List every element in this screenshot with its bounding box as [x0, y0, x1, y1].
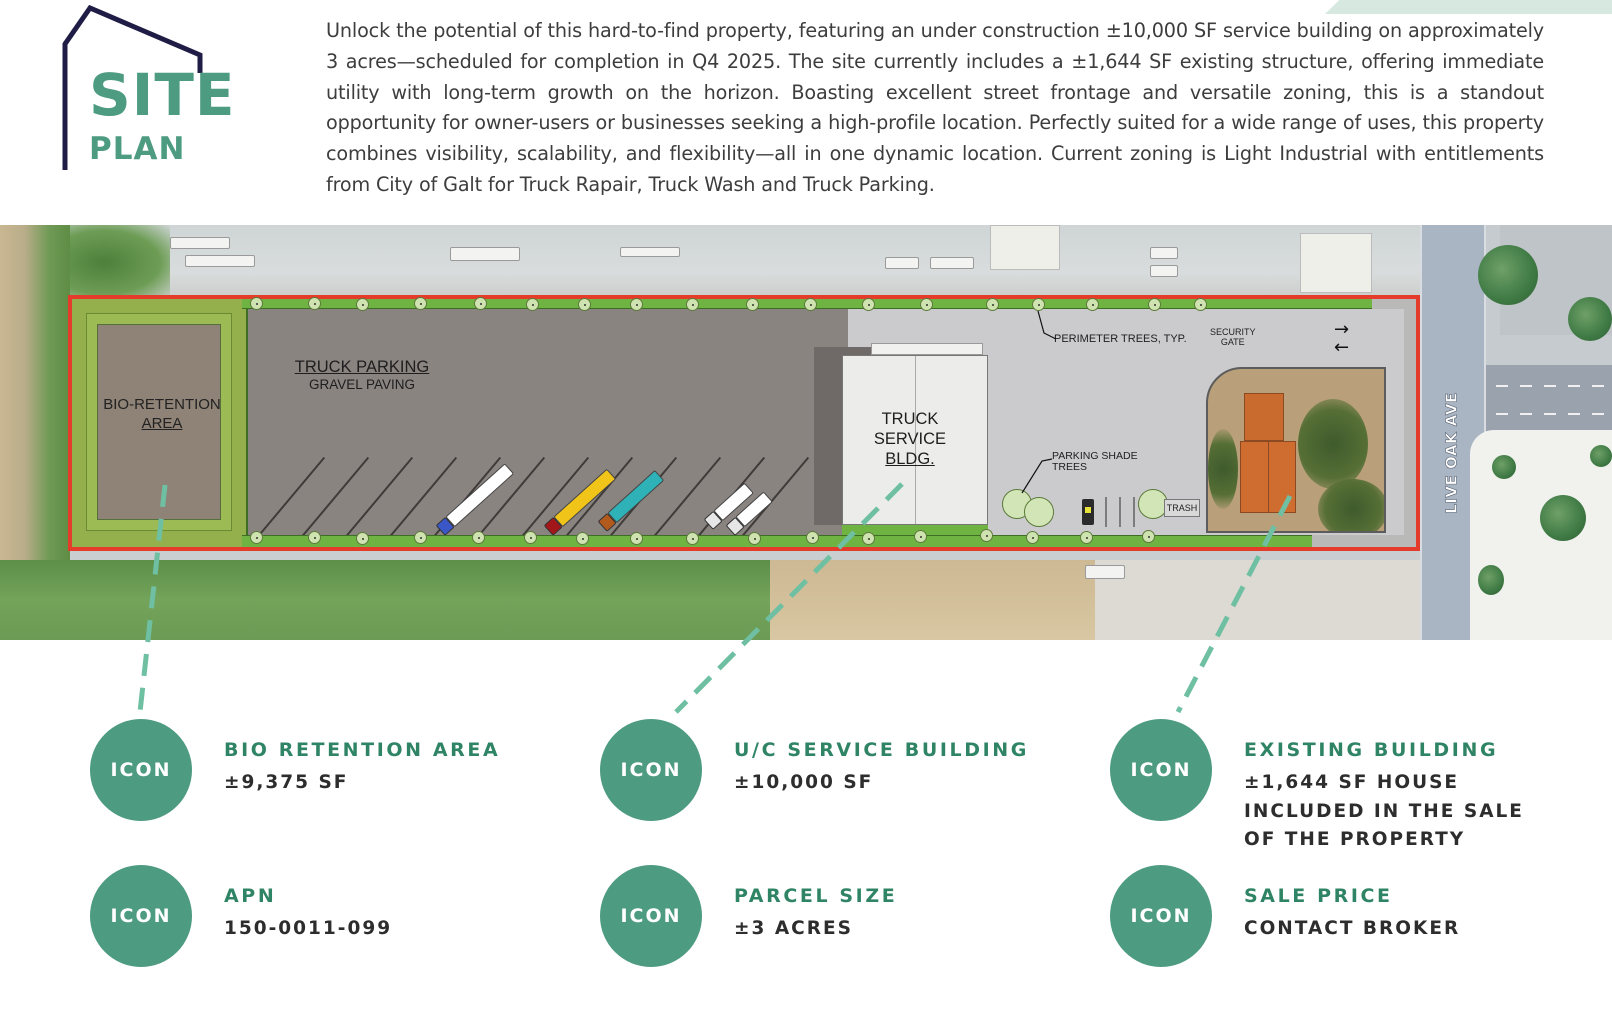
- cross-street: [1486, 365, 1612, 435]
- parked-vehicle: [885, 257, 919, 269]
- aerial-south-lot: [1095, 560, 1425, 640]
- tree-icon: [1492, 455, 1516, 479]
- parked-vehicle: [930, 257, 974, 269]
- aerial-vegetation: [60, 225, 170, 300]
- parcel-size-icon: ICON: [600, 865, 702, 967]
- feature-title: APN: [224, 885, 277, 907]
- feature-title: BIO RETENTION AREA: [224, 739, 501, 761]
- parked-car: [1082, 499, 1094, 525]
- truck-parking-label: TRUCK PARKING GRAVEL PAVING: [294, 358, 430, 393]
- service-building-label: TRUCK SERVICE BLDG.: [873, 410, 947, 468]
- feature-title: PARCEL SIZE: [734, 885, 898, 907]
- arrow-left-icon: ←: [1334, 337, 1350, 358]
- sale-price-icon: ICON: [1110, 865, 1212, 967]
- logo-title-site: SITE: [89, 61, 236, 129]
- tree-icon: [1478, 245, 1538, 305]
- bio-retention-label: BIO-RETENTION AREA: [103, 396, 221, 432]
- feature-value: CONTACT BROKER: [1244, 918, 1461, 939]
- feature-title: SALE PRICE: [1244, 885, 1393, 907]
- perimeter-trees-annotation: PERIMETER TREES, TYP.: [1054, 333, 1187, 345]
- feature-value: ±1,644 SF HOUSE INCLUDED IN THE SALE OF …: [1244, 772, 1524, 850]
- service-building-icon: ICON: [600, 719, 702, 821]
- tree-icon: [1590, 445, 1612, 467]
- neighbor-building: [1300, 233, 1372, 293]
- shade-tree-icon: [1138, 489, 1168, 519]
- parked-vehicle: [1150, 265, 1178, 277]
- arrow-right-icon: →: [1334, 319, 1350, 340]
- leader-arrow-icon: [1021, 458, 1053, 494]
- house-outline-icon: [62, 4, 203, 170]
- trash-enclosure: TRASH: [1164, 499, 1200, 517]
- corner-decoration: [1325, 0, 1612, 14]
- shade-tree-icon: [1024, 497, 1054, 527]
- site-plan-map: LIVE OAK AVE BIO-RETENTION AREA TRUCK PA…: [0, 225, 1612, 640]
- parked-vehicle: [450, 247, 520, 261]
- property-description: Unlock the potential of this hard-to-fin…: [326, 19, 1544, 196]
- logo-title-plan: PLAN: [89, 131, 186, 167]
- tree-icon: [1568, 297, 1612, 341]
- parked-vehicle: [620, 247, 680, 257]
- street-label: LIVE OAK AVE: [1443, 392, 1462, 514]
- neighbor-building: [990, 225, 1060, 270]
- existing-house-roof: [1240, 441, 1296, 513]
- feature-value: ±9,375 SF: [224, 772, 349, 793]
- feature-title: EXISTING BUILDING: [1244, 739, 1499, 761]
- parking-shade-trees-annotation: PARKING SHADE TREES: [1052, 450, 1138, 473]
- feature-value: 150-0011-099: [224, 918, 393, 939]
- leader-arrow-icon: [1037, 310, 1057, 340]
- truck-service-building: [842, 355, 988, 525]
- security-gate-annotation: SECURITY GATE: [1210, 327, 1256, 347]
- parked-vehicle: [185, 255, 255, 267]
- tree-icon: [1478, 565, 1504, 595]
- existing-house-lot: [1206, 367, 1386, 533]
- bio-retention-icon: ICON: [90, 719, 192, 821]
- aerial-south-dirt: [770, 560, 1100, 640]
- site-plan-logo: SITE PLAN: [62, 4, 262, 174]
- aerial-south-field: [0, 560, 780, 640]
- tree-icon: [1540, 495, 1586, 541]
- parcel-boundary: BIO-RETENTION AREA TRUCK PARKING GRAVEL …: [68, 295, 1420, 551]
- parked-vehicle: [170, 237, 230, 249]
- existing-building-icon: ICON: [1110, 719, 1212, 821]
- feature-value: ±3 ACRES: [734, 918, 853, 939]
- apn-icon: ICON: [90, 865, 192, 967]
- parked-vehicle: [1150, 247, 1178, 259]
- feature-value: ±10,000 SF: [734, 772, 874, 793]
- existing-house-roof: [1244, 393, 1284, 441]
- feature-title: U/C SERVICE BUILDING: [734, 739, 1029, 761]
- parked-vehicle: [1085, 565, 1125, 579]
